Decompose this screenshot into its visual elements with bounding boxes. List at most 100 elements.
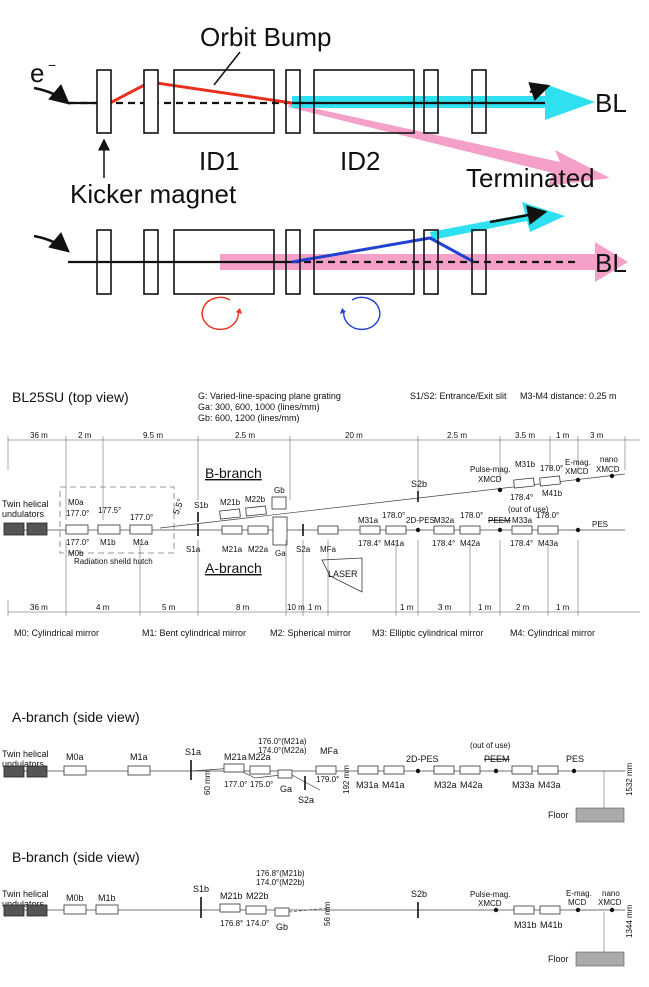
bside-m0b-label: M0b	[66, 893, 84, 903]
m42a-angle-tv: 178.0°	[460, 511, 483, 520]
note-s: S1/S2: Entrance/Exit slit	[410, 391, 507, 401]
bside-undulator-2	[26, 904, 48, 917]
aside-m33a-label: M33a	[512, 780, 535, 790]
bottom-dim-7: 3 m	[438, 603, 452, 612]
aside-peem-station	[493, 768, 499, 774]
aside-m21a-angle: 177.0°	[224, 780, 247, 789]
aside-undulator-2	[26, 765, 48, 778]
top-dim-8: 3 m	[590, 431, 604, 440]
m1a-angle: 177.0°	[130, 513, 153, 522]
pes-station	[575, 527, 581, 533]
terminated-label: Terminated	[466, 163, 595, 193]
bside-m31b-label: M31b	[514, 920, 537, 930]
aside-m22a-top-angle: 174.0°(M22a)	[258, 746, 307, 755]
aside-mfa-mirror	[315, 765, 337, 775]
kicker-magnet-l3	[285, 229, 301, 295]
bside-s1b-label: S1b	[193, 884, 209, 894]
bside-m21b-top-angle: 176.8°(M21b)	[256, 869, 305, 878]
aside-60mm: 60 mm	[203, 770, 212, 795]
pulse-mag-station	[497, 487, 503, 493]
m42a-label-tv: M42a	[460, 539, 481, 548]
aside-beam-path	[190, 767, 321, 791]
m32a-label-tv: M32a	[434, 516, 455, 525]
note-m: M3-M4 distance: 0.25 m	[520, 391, 617, 401]
top-dim-3: 2.5 m	[235, 431, 255, 440]
m41a-mirror-tv	[385, 525, 407, 535]
aside-peem-label: PEEM	[484, 754, 510, 764]
xmcd2-label: XMCD	[565, 467, 589, 476]
note-gb: Gb: 600, 1200 (lines/mm)	[198, 413, 300, 423]
red-helicity-arrowhead	[236, 308, 242, 314]
bside-pulse-mag-label: Pulse-mag.	[470, 890, 510, 899]
bl-label-upper: BL	[595, 88, 627, 118]
aside-m22a-mirror	[249, 765, 271, 775]
bside-m21b-mirror	[219, 903, 241, 913]
aside-m31a-mirror	[357, 765, 379, 775]
bside-gb-beam	[288, 907, 329, 913]
emag-label: E-mag.	[565, 458, 591, 467]
m22a-mirror	[247, 525, 269, 535]
m1b-label: M1b	[100, 538, 116, 547]
aside-m33a-mirror	[511, 765, 533, 775]
m21b-mirror	[219, 508, 241, 520]
black-beam-arrow-lower	[489, 205, 548, 225]
aside-ga-label: Ga	[280, 784, 292, 794]
kicker-magnet-1	[96, 69, 112, 134]
m41b-mirror-tv	[539, 475, 561, 487]
bside-floor	[575, 951, 625, 967]
kicker-magnet-5	[471, 69, 487, 134]
s2a-label-tv: S2a	[296, 545, 311, 554]
m1b-angle: 177.5°	[98, 506, 121, 515]
m21a-mirror	[221, 525, 243, 535]
aside-mfa-angle: 179.0°	[316, 775, 339, 784]
aside-m43a-mirror	[537, 765, 559, 775]
mirror-type-3: M3: Elliptic cylindrical mirror	[372, 628, 484, 638]
aside-out-of-use: (out of use)	[470, 741, 511, 750]
bside-xmcd2-label: XMCD	[598, 898, 622, 907]
kicker-magnet-l1	[96, 229, 112, 295]
aside-m43a-label: M43a	[538, 780, 561, 790]
tv-undulators-label-1: Twin helical	[2, 499, 49, 509]
top-dim-ticks	[7, 436, 626, 520]
s1b-label: S1b	[194, 501, 209, 510]
pes2d-label-tv: 2D-PES	[406, 516, 435, 525]
bside-gb-label: Gb	[276, 922, 288, 932]
undulator-1	[3, 522, 25, 536]
aside-ga-grating	[277, 769, 293, 779]
m31b-angle: 178.4°	[510, 493, 533, 502]
mirror-type-0: M0: Cylindrical mirror	[14, 628, 99, 638]
gb-label-tv: Gb	[274, 486, 285, 495]
orbit-bump-blue	[291, 236, 475, 264]
mirror-type-4: M4: Cylindrical mirror	[510, 628, 595, 638]
aside-pes2d-station	[415, 768, 421, 774]
m0b-angle: 177.0°	[66, 538, 89, 547]
top-dim-2: 9.5 m	[143, 431, 163, 440]
bside-m41b-label: M41b	[540, 920, 563, 930]
bside-56mm: 56 mm	[323, 901, 332, 926]
m1b-mirror	[97, 524, 121, 535]
aside-m1a-label: M1a	[130, 752, 148, 762]
m31a-angle: 178.4°	[358, 539, 381, 548]
nano-label-tv: nano	[600, 455, 618, 464]
bottom-dim-6: 1 m	[400, 603, 414, 612]
peem-station	[497, 527, 503, 533]
bottom-dim-2: 5 m	[162, 603, 176, 612]
note-ga: Ga: 300, 600, 1000 (lines/mm)	[198, 402, 320, 412]
pes2d-station	[415, 527, 421, 533]
kicker-magnet-3	[285, 69, 301, 134]
mfa-label-tv: MFa	[320, 545, 337, 554]
bside-title: B-branch (side view)	[12, 849, 140, 865]
xmcd3-label: XMCD	[596, 465, 620, 474]
aside-title: A-branch (side view)	[12, 709, 140, 725]
aside-floor	[575, 807, 625, 823]
m0a-angle: 177.0°	[66, 509, 89, 518]
m33a-angle: 178.4°	[510, 539, 533, 548]
m43a-mirror-tv	[537, 525, 559, 535]
m41b-label-tv: M41b	[542, 489, 563, 498]
aside-pes2d-label: 2D-PES	[406, 754, 439, 764]
aside-m0a-label: M0a	[66, 752, 84, 762]
aside-m32a-label: M32a	[434, 780, 457, 790]
aside-m41a-label: M41a	[382, 780, 405, 790]
bside-nano-label: nano	[602, 889, 620, 898]
m31b-label-tv: M31b	[515, 460, 536, 469]
